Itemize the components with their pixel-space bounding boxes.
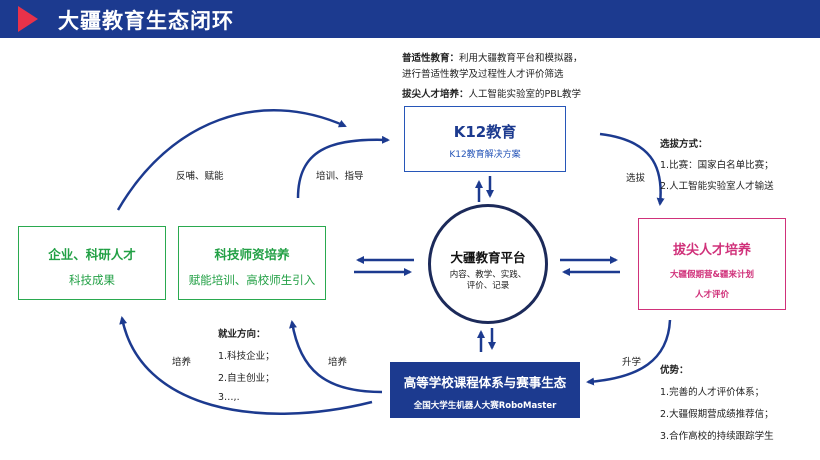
selection-heading: 选拔方式： — [660, 139, 708, 150]
university-subtitle: 全国大学生机器人大赛RoboMaster — [413, 401, 557, 411]
university-box: 高等学校课程体系与赛事生态 全国大学生机器人大赛RoboMaster — [390, 362, 580, 418]
arrow-cultivate-mid — [289, 320, 383, 394]
label-feedback: 反哺、赋能 — [176, 171, 224, 182]
employment-item: 1.科技企业； — [218, 351, 275, 362]
k12-box: K12教育 K12教育解决方案 — [404, 106, 566, 172]
arrow-training — [296, 135, 390, 199]
advantages-item: 1.完善的人才评价体系； — [660, 387, 765, 398]
enterprise-title: 企业、科研人才 — [48, 247, 136, 262]
header-bar: 大疆教育生态闭环 — [0, 0, 820, 38]
label-training: 培训、指导 — [316, 171, 364, 182]
label-cultivate-mid: 培养 — [328, 357, 348, 368]
elite-title: 拔尖人才培养 — [672, 243, 751, 258]
note-general-education: 普适性教育：利用大疆教育平台和模拟器， — [402, 53, 583, 64]
selection-item: 1.比赛：国家白名单比赛； — [660, 160, 774, 171]
platform-desc: 内容、教学、实践、 评价、记录 — [449, 270, 527, 291]
platform-title: 大疆教育平台 — [450, 250, 526, 265]
enterprise-subtitle: 科技成果 — [69, 273, 115, 287]
arrow-feedback — [116, 109, 347, 211]
elite-line2: 人才评价 — [694, 290, 729, 300]
arrow-cultivate-left — [119, 316, 373, 415]
employment-item: 3…,. — [218, 392, 240, 403]
platform-circle: 大疆教育平台 内容、教学、实践、 评价、记录 — [428, 204, 548, 324]
play-triangle-icon — [18, 6, 38, 32]
page-title: 大疆教育生态闭环 — [58, 9, 234, 33]
k12-subtitle: K12教育解决方案 — [449, 150, 521, 160]
elite-box: 拔尖人才培养 大疆假期营&疆来计划 人才评价 — [638, 218, 786, 310]
advantages-heading: 优势： — [660, 365, 689, 376]
university-title: 高等学校课程体系与赛事生态 — [403, 375, 567, 390]
enterprise-box: 企业、科研人才 科技成果 — [18, 226, 166, 300]
teacher-box: 科技师资培养 赋能培训、高校师生引入 — [178, 226, 326, 300]
arrow-select — [599, 132, 665, 206]
label-promote: 升学 — [622, 357, 642, 368]
employment-item: 2.自主创业； — [218, 373, 275, 384]
teacher-title: 科技师资培养 — [214, 247, 290, 262]
teacher-subtitle: 赋能培训、高校师生引入 — [188, 273, 316, 287]
selection-item: 2.人工智能实验室人才输送 — [660, 181, 774, 192]
note-elite-training: 拔尖人才培养：人工智能实验室的PBL教学 — [402, 89, 582, 100]
arrow-promote — [586, 319, 672, 386]
employment-heading: 就业方向： — [218, 329, 266, 340]
label-select: 选拔 — [626, 173, 646, 184]
advantages-item: 2.大疆假期营成绩推荐信； — [660, 409, 774, 420]
elite-line1: 大疆假期营&疆来计划 — [670, 270, 754, 280]
note-general-education-cont: 进行普适性教学及过程性人才评价筛选 — [402, 69, 564, 80]
label-cultivate-left: 培养 — [172, 357, 192, 368]
k12-title: K12教育 — [453, 123, 517, 141]
advantages-item: 3.合作高校的持续跟踪学生 — [660, 431, 774, 442]
